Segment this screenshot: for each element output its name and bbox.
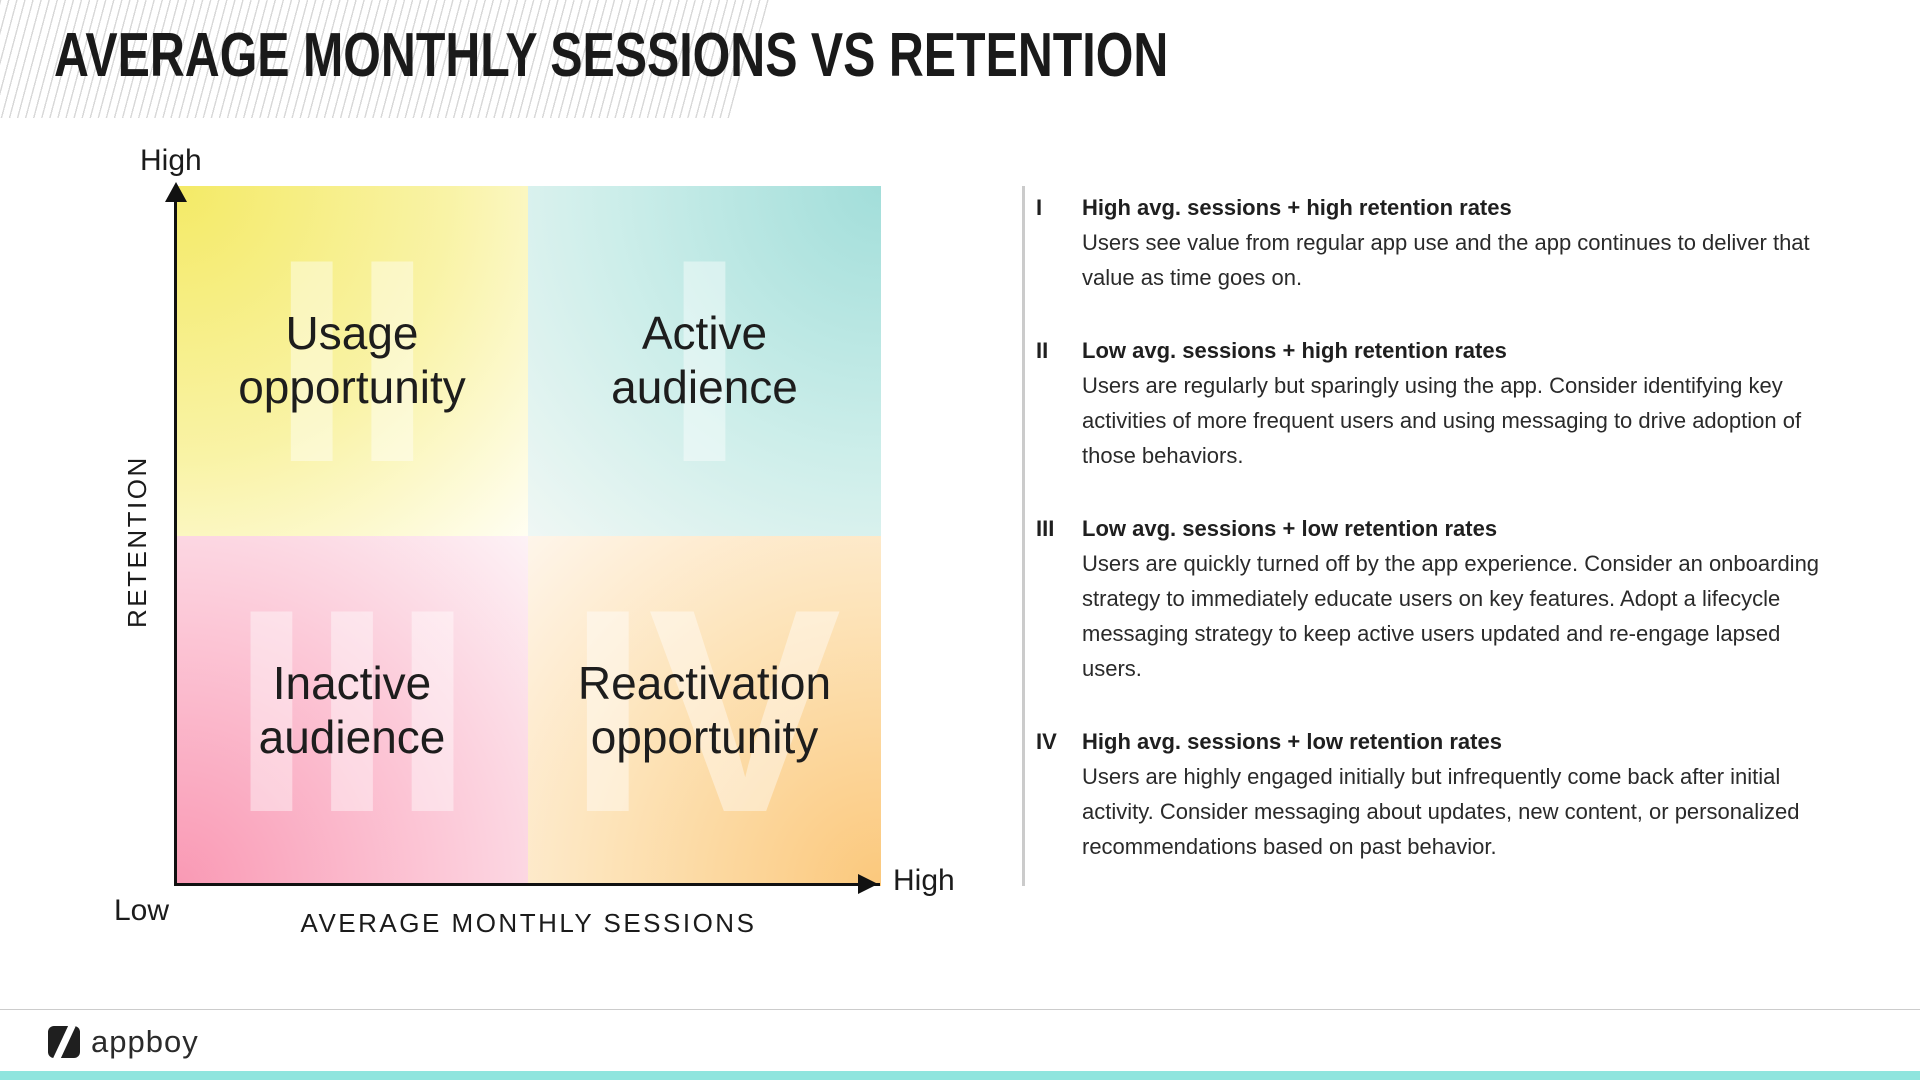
quadrant-usage-opportunity: II Usage opportunity [176, 186, 528, 536]
legend-item-heading: High avg. sessions + low retention rates [1082, 729, 1502, 754]
legend-item-body: Users are highly engaged initially but i… [1082, 764, 1800, 859]
quadrant-descriptions: I High avg. sessions + high retention ra… [1036, 190, 1876, 902]
y-axis-low-label: Low [114, 894, 170, 927]
quadrant-chart: II Usage opportunity I Active audience I… [176, 186, 881, 886]
vertical-divider [1022, 186, 1025, 886]
legend-item-numeral: II [1036, 338, 1049, 363]
quadrant-inactive-audience: III Inactive audience [176, 536, 528, 886]
y-axis-line [174, 186, 177, 886]
footer-separator [0, 1009, 1920, 1010]
legend-item-1: I High avg. sessions + high retention ra… [1036, 190, 1876, 295]
appboy-wordmark: appboy [91, 1024, 199, 1059]
quadrant-numeral-watermark: I [664, 199, 745, 523]
appboy-logo-icon [48, 1026, 80, 1058]
legend-item-3: III Low avg. sessions + low retention ra… [1036, 511, 1876, 686]
slide-title: AVERAGE MONTHLY SESSIONS VS RETENTION [54, 21, 1169, 90]
legend-item-numeral: I [1036, 195, 1043, 220]
bottom-accent-bar [0, 1071, 1920, 1080]
legend-item-heading: Low avg. sessions + low retention rates [1082, 516, 1498, 541]
legend-item-2: II Low avg. sessions + high retention ra… [1036, 333, 1876, 473]
legend-item-4: IV High avg. sessions + low retention ra… [1036, 724, 1876, 864]
x-axis-arrowhead-icon [858, 874, 878, 894]
x-axis-high-label: High [893, 864, 955, 897]
quadrant-numeral-watermark: II [271, 199, 433, 523]
legend-item-numeral: IV [1036, 729, 1057, 754]
legend-item-heading: Low avg. sessions + high retention rates [1082, 338, 1507, 363]
quadrant-label: Reactivation opportunity [577, 657, 832, 763]
quadrant-numeral-watermark: IV [567, 549, 842, 873]
quadrant-active-audience: I Active audience [528, 186, 881, 536]
logo-slash-icon [51, 1026, 78, 1058]
quadrant-label: Active audience [611, 307, 798, 413]
quadrant-label: Usage opportunity [238, 307, 466, 413]
legend-item-body: Users are quickly turned off by the app … [1082, 551, 1820, 681]
y-axis-high-label: High [140, 144, 202, 177]
x-axis-line [176, 883, 880, 886]
title-hatch-pattern [0, 0, 770, 118]
legend-item-body: Users see value from regular app use and… [1082, 230, 1810, 290]
x-axis-title: AVERAGE MONTHLY SESSIONS [300, 908, 757, 938]
legend-item-body: Users are regularly but sparingly using … [1082, 373, 1802, 468]
quadrant-numeral-watermark: III [231, 549, 473, 873]
legend-item-heading: High avg. sessions + high retention rate… [1082, 195, 1512, 220]
y-axis-title: RETENTION [122, 455, 152, 628]
quadrant-reactivation-opportunity: IV Reactivation opportunity [528, 536, 881, 886]
legend-item-numeral: III [1036, 516, 1055, 541]
quadrant-label: Inactive audience [258, 657, 446, 763]
y-axis-arrowhead-icon [165, 182, 187, 202]
appboy-logo: appboy [48, 1024, 199, 1060]
